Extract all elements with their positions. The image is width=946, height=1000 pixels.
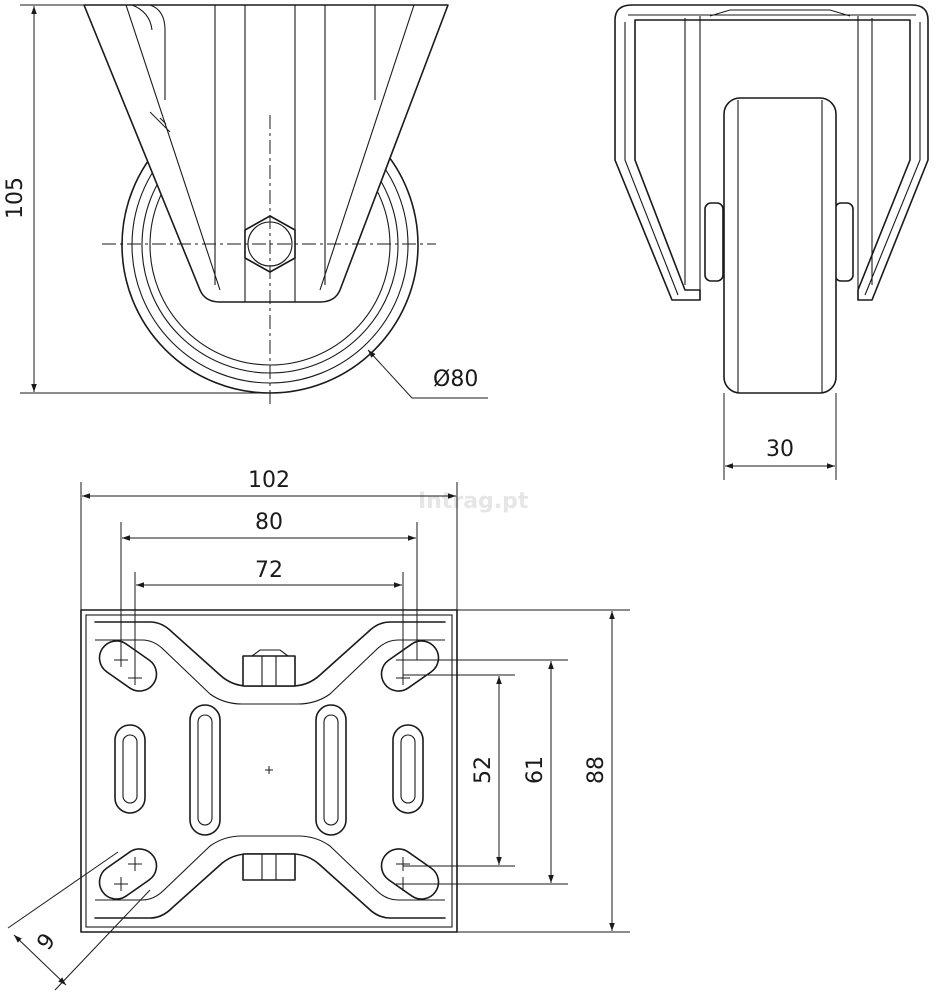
slot-width-label: 9 (33, 929, 61, 955)
slot-outer-right-inner (400, 734, 416, 804)
wheel-diameter-label: Ø80 (433, 367, 478, 392)
slot-inner-left (189, 704, 221, 836)
mounting-plate (80, 609, 458, 933)
slot-width-dimension-line (13, 934, 67, 986)
hole-short-spacing-label: 52 (471, 756, 496, 784)
fork-ribs (131, 4, 376, 302)
hole-outer-spacing-label: 80 (255, 510, 283, 535)
mount-slot-top-left (98, 640, 158, 692)
mount-slot-bottom-right (380, 848, 440, 900)
side-axle-boss-left (704, 202, 724, 282)
side-fork-inner-lines (624, 9, 921, 300)
fork-detail-mark (149, 111, 171, 133)
hole-long-spacing-label: 61 (523, 756, 548, 784)
slot-inner-right-inner (323, 714, 339, 826)
slot-outer-left (114, 724, 146, 814)
slot-width-ext-2 (54, 889, 151, 991)
bottom-nut-detail (261, 854, 277, 880)
fork-body-inner (125, 4, 415, 291)
slot-outer-right (392, 724, 424, 814)
side-view: 30 (614, 4, 929, 480)
mount-slot-top-right (380, 640, 440, 692)
top-nut-detail (251, 649, 289, 686)
slot-outer-left-inner (122, 734, 138, 804)
top-view: 102 80 72 52 61 88 9 (7, 468, 630, 991)
top-nut (242, 655, 296, 687)
watermark: Intrag.pt (418, 489, 529, 514)
bottom-nut (242, 853, 296, 881)
side-fork-outer (614, 4, 929, 301)
fork-body (83, 4, 449, 303)
slot-inner-right (315, 704, 347, 836)
mounting-plate-inner (85, 614, 453, 928)
hole-inner-spacing-label: 72 (255, 558, 283, 583)
side-wheel (723, 97, 837, 394)
plate-depth-label: 88 (584, 756, 609, 784)
side-axle-boss-right (834, 202, 854, 282)
slot-inner-left-inner (197, 714, 213, 826)
mount-slot-bottom-left (98, 848, 158, 900)
fork-bottom-shape-inner (95, 835, 445, 901)
slot-width-ext-1 (7, 851, 119, 929)
height-label: 105 (3, 177, 28, 219)
fork-top-shape-inner (95, 639, 445, 705)
plate-width-label: 102 (248, 468, 290, 493)
side-wheel-inner (737, 100, 823, 392)
diameter-leader (367, 349, 488, 399)
front-view: 105 Ø80 (3, 4, 488, 408)
wheel-width-label: 30 (766, 437, 794, 462)
